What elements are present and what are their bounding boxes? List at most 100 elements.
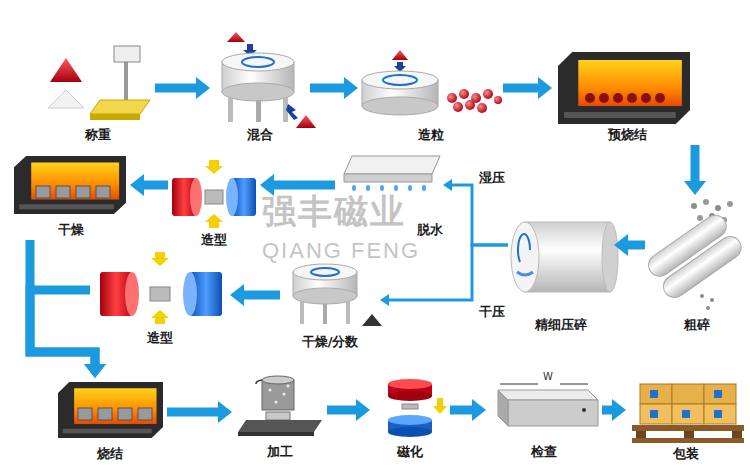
flow-arrow	[167, 401, 232, 423]
flow-arrow	[30, 290, 106, 378]
mixer-illustration	[222, 32, 316, 128]
arrow-head	[344, 77, 358, 99]
step-label: 加工	[267, 444, 293, 460]
arrow-shaft	[155, 84, 196, 93]
arrow-shaft	[452, 185, 508, 245]
process-step: 造型	[168, 158, 260, 250]
arrow-head	[196, 77, 210, 99]
flow-arrow	[503, 77, 552, 99]
step-label: 粗碎	[684, 317, 710, 333]
arrow-head	[443, 179, 452, 191]
process-step: 检查	[486, 372, 602, 462]
flow-arrow	[602, 399, 626, 421]
ball-mill-illustration	[511, 222, 618, 292]
step-label: 造型	[201, 232, 227, 248]
step-label: 预烧结	[608, 127, 647, 143]
arrow-shaft	[503, 84, 538, 93]
grinding-illustration	[238, 376, 322, 436]
arrow-head	[380, 294, 389, 306]
drying-oven-illustration	[14, 156, 126, 214]
process-step: 干燥	[12, 150, 130, 240]
step-label: 干燥/分数	[302, 334, 359, 350]
process-step: 造粒	[358, 40, 503, 145]
flow-arrow	[30, 240, 106, 378]
process-step: 磁化	[370, 372, 450, 462]
step-label: 称重	[85, 127, 111, 143]
dewatering-tray-illustration	[344, 156, 440, 191]
process-step: 加工	[232, 372, 327, 462]
arrow-head	[84, 364, 106, 378]
process-step: 粗碎	[645, 195, 748, 335]
arrow-head	[218, 401, 232, 423]
process-step: 混合	[210, 28, 310, 145]
dimension-label: W	[543, 372, 553, 383]
arrow-shaft	[310, 84, 344, 93]
inspection-illustration	[498, 384, 598, 426]
step-label: 磁化	[397, 444, 423, 460]
process-step: 烧结	[52, 378, 167, 464]
arrow-shaft	[691, 145, 700, 181]
press-method-label: 干压	[478, 304, 506, 320]
flow-arrow	[310, 77, 358, 99]
process-step: 包装	[626, 372, 746, 464]
arrow-head	[538, 77, 552, 99]
arrow-head	[260, 174, 274, 196]
arrow-head	[684, 181, 706, 195]
flow-arrow	[684, 145, 706, 195]
magnetizing-illustration	[388, 379, 447, 437]
watermark: QIANG FENG	[262, 239, 420, 262]
dry-press-illustration	[100, 252, 222, 324]
arrow-shaft	[144, 181, 168, 190]
process-step: 干燥/分数	[280, 262, 380, 352]
arrow-shaft	[628, 241, 645, 250]
step-label: 造粒	[418, 127, 444, 143]
step-label: 精细压碎	[535, 317, 587, 333]
granulator-illustration	[362, 50, 502, 115]
flow-arrow	[614, 234, 645, 256]
arrow-shaft	[30, 240, 95, 364]
arrow-shaft	[244, 291, 280, 300]
flow-arrow	[260, 174, 335, 196]
press-method-label: 湿压	[478, 170, 506, 186]
arrow-head	[230, 284, 244, 306]
flow-arrow	[327, 399, 370, 421]
step-label: 脱水	[417, 222, 443, 238]
arrow-shaft	[327, 406, 356, 415]
process-step: 预烧结	[552, 48, 702, 145]
arrow-head	[472, 399, 486, 421]
dryer-classifier-illustration	[293, 264, 382, 326]
arrow-shaft	[450, 406, 472, 415]
arrow-head	[130, 174, 144, 196]
process-step: 造型	[90, 248, 230, 348]
arrow-head	[614, 234, 628, 256]
watermark: 强丰磁业	[262, 194, 406, 230]
weighing-illustration	[48, 46, 150, 120]
step-label: 检查	[531, 444, 557, 460]
flow-arrow	[450, 399, 486, 421]
flow-arrow	[443, 179, 508, 245]
arrow-head	[84, 364, 106, 378]
flow-arrow	[230, 284, 280, 306]
step-label: 干燥	[58, 222, 84, 238]
step-label: 造型	[147, 330, 173, 346]
arrow-shaft	[602, 406, 612, 415]
arrow-shaft	[30, 290, 95, 364]
step-label: 混合	[247, 127, 273, 143]
arrow-shaft	[274, 181, 335, 190]
flow-arrow	[155, 77, 210, 99]
step-label: 包装	[673, 446, 699, 462]
step-label: 烧结	[97, 446, 123, 462]
packing-illustration	[632, 384, 744, 443]
process-step: 精细压碎	[508, 210, 614, 335]
sintering-kiln-illustration	[58, 382, 163, 438]
process-step: 称重	[40, 40, 155, 145]
arrow-head	[356, 399, 370, 421]
crusher-rollers-illustration	[644, 199, 745, 310]
wet-press-illustration	[172, 160, 256, 228]
arrow-shaft	[167, 408, 218, 417]
arrow-head	[612, 399, 626, 421]
flow-arrow	[130, 174, 168, 196]
